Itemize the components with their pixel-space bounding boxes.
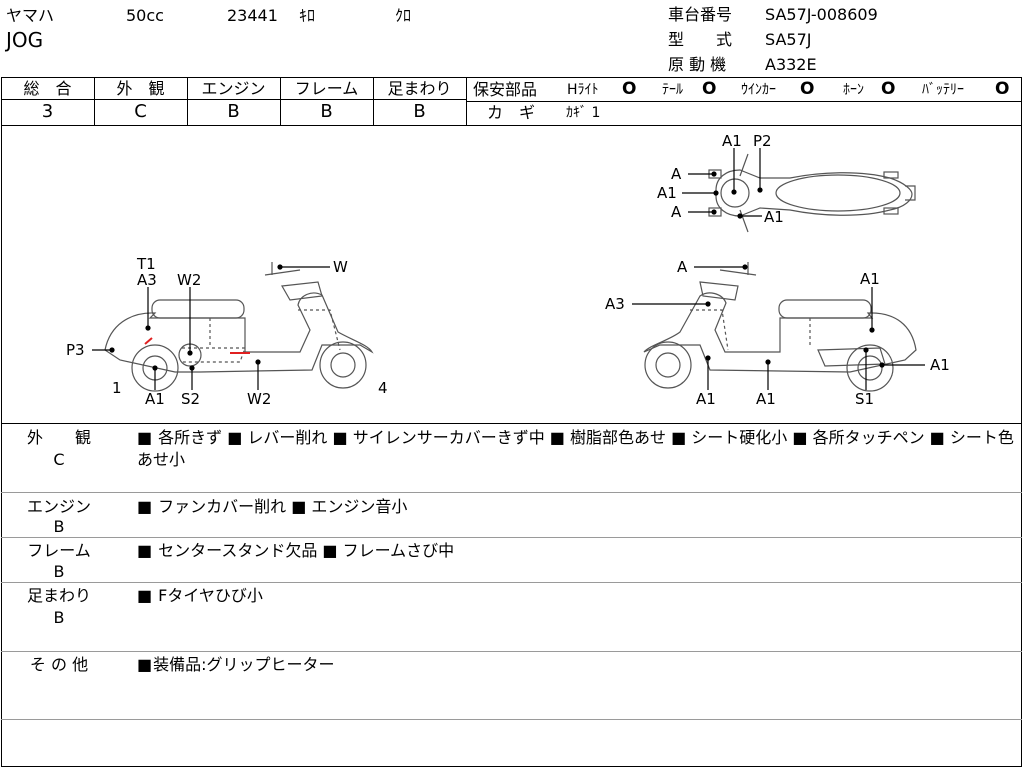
- bullet: ■: [137, 655, 153, 674]
- label-left-w2-top: W2: [177, 271, 201, 289]
- safety-mark-horn: O: [881, 79, 896, 99]
- safety-mark-tail: O: [702, 79, 717, 99]
- safety-item-headlight: Hﾗｲﾄ: [567, 82, 599, 98]
- key-value: ｶｷﾞ 1: [566, 105, 601, 121]
- safety-mark-winker: O: [800, 79, 815, 99]
- safety-mark-battery: O: [995, 79, 1010, 99]
- safety-item-horn: ﾎｰﾝ: [843, 82, 864, 98]
- frame-no-label: 車台番号: [668, 5, 733, 24]
- label-right-s1: S1: [855, 390, 874, 408]
- diagram-bottom: [1, 423, 1022, 424]
- safety-item-winker: ｳｲﾝｶｰ: [741, 82, 776, 98]
- bullet: ■: [137, 497, 153, 516]
- mileage: 23441: [227, 6, 278, 25]
- cond-label-engine: エンジン: [26, 497, 91, 516]
- cond-text-frame: ■センタースタンド欠品 ■ フレームさび中: [137, 541, 455, 560]
- cond-text-exterior: ■各所きず ■ レバー削れ ■ サイレンサーカバーきず中 ■ 樹脂部色あせ ■ …: [137, 428, 1014, 469]
- grade-head-suspension: 足まわり: [387, 79, 452, 98]
- safety-label: 保安部品: [473, 80, 538, 99]
- type-value: SA57J: [765, 30, 812, 49]
- safety-mark-headlight: O: [622, 79, 637, 99]
- grade-bottom: [1, 125, 1022, 126]
- cond-text-engine: ■ファンカバー削れ ■ エンジン音小: [137, 497, 408, 516]
- label-top-p2: P2: [753, 132, 772, 150]
- color: ｸﾛ: [395, 6, 412, 25]
- cond-grade-suspension: B: [53, 608, 65, 627]
- label-top-a1-lower: A1: [764, 208, 784, 226]
- displacement: 50cc: [126, 6, 164, 25]
- cond-label-suspension: 足まわり: [26, 586, 91, 605]
- grade-overall: 3: [41, 101, 54, 122]
- bullet: ■: [137, 586, 153, 605]
- label-top-a-upper: A: [671, 165, 682, 183]
- label-left-s2: S2: [181, 390, 200, 408]
- cond-grade-frame: B: [53, 562, 65, 581]
- label-left-w2-bottom: W2: [247, 390, 271, 408]
- label-right-a: A: [677, 258, 688, 276]
- grade-exterior: C: [134, 101, 147, 122]
- label-top-a-lower: A: [671, 203, 682, 221]
- grade-head-exterior: 外 観: [116, 79, 165, 98]
- cond-label-frame: フレーム: [27, 541, 91, 560]
- cond-text-suspension: ■Fタイヤひび小: [137, 586, 263, 605]
- grade-frame: B: [320, 101, 333, 122]
- label-left-1: 1: [112, 379, 122, 397]
- bullet: ■: [137, 541, 153, 560]
- cond-grade-exterior: C: [53, 450, 65, 469]
- scooter-diagram: A1 P2 A A1 A A1 T1 A3 W2 W P3 1 A1 S2 W2…: [66, 132, 950, 408]
- cond-text-other: ■装備品:グリップヒーター: [137, 655, 335, 674]
- label-left-a1: A1: [145, 390, 165, 408]
- label-right-a1-b2: A1: [756, 390, 776, 408]
- sheet-frame: [1, 77, 1022, 767]
- label-right-a1-b1: A1: [696, 390, 716, 408]
- cond-label-exterior: 外 観: [26, 428, 91, 447]
- engine-value: A332E: [765, 55, 817, 74]
- label-left-p3: P3: [66, 341, 85, 359]
- type-label: 型 式: [668, 30, 733, 49]
- label-right-a1-side: A1: [930, 356, 950, 374]
- label-top-a1: A1: [722, 132, 742, 150]
- safety-item-tail: ﾃｰﾙ: [662, 82, 683, 98]
- cond-label-other: そ の 他: [29, 655, 89, 674]
- engine-label: 原 動 機: [668, 55, 727, 74]
- grade-engine: B: [227, 101, 240, 122]
- scooter-top-view: [708, 153, 916, 233]
- grade-divider: [1, 99, 467, 100]
- mileage-unit: ｷﾛ: [299, 6, 316, 25]
- maker: ヤマハ: [6, 6, 55, 25]
- bullet: ■: [137, 428, 153, 447]
- label-right-a1-top: A1: [860, 270, 880, 288]
- damage-mark: [144, 337, 153, 345]
- label-left-a3: A3: [137, 271, 157, 289]
- label-left-4: 4: [378, 379, 388, 397]
- grade-head-overall: 総 合: [23, 79, 72, 98]
- cond-grade-engine: B: [53, 517, 65, 536]
- key-label: カ ギ: [487, 103, 536, 122]
- label-top-a1-left: A1: [657, 184, 677, 202]
- frame-no: SA57J-008609: [765, 5, 878, 24]
- label-left-t1: T1: [136, 255, 156, 273]
- safety-divider: [467, 101, 1022, 102]
- model-name: JOG: [6, 28, 44, 52]
- label-right-a3: A3: [605, 295, 625, 313]
- grade-head-frame: フレーム: [294, 79, 359, 98]
- safety-item-battery: ﾊﾞｯﾃﾘｰ: [922, 82, 964, 98]
- scooter-right-view: [643, 262, 917, 392]
- grade-head-engine: エンジン: [201, 79, 266, 98]
- label-left-w: W: [333, 258, 348, 276]
- grade-suspension: B: [413, 101, 426, 122]
